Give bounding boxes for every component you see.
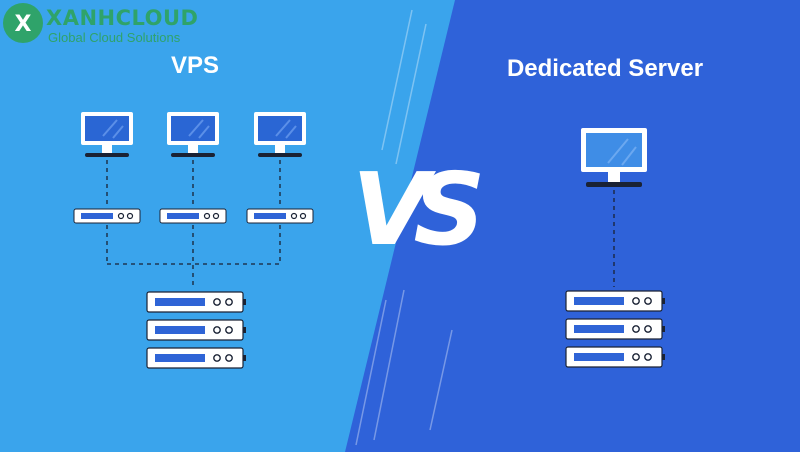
vps-virtual-server-icon-1 bbox=[73, 208, 141, 224]
brand-name: XANHCLOUD bbox=[46, 6, 199, 30]
logo-badge: X bbox=[3, 3, 43, 43]
vps-connectors bbox=[106, 160, 281, 286]
brand-tagline: Global Cloud Solutions bbox=[48, 30, 181, 45]
vps-virtual-server-icon-2 bbox=[159, 208, 227, 224]
vps-physical-server-icon bbox=[146, 291, 247, 369]
dedicated-server-icon bbox=[565, 290, 666, 368]
vs-label: VS bbox=[352, 151, 485, 268]
vps-virtual-server-icon-3 bbox=[246, 208, 314, 224]
vps-title: VPS bbox=[170, 52, 220, 79]
logo-letter: X bbox=[15, 12, 32, 37]
right-panel-background bbox=[345, 0, 800, 452]
decorative-slash-lines bbox=[355, 9, 453, 446]
dedicated-server-title: Dedicated Server bbox=[506, 55, 704, 82]
